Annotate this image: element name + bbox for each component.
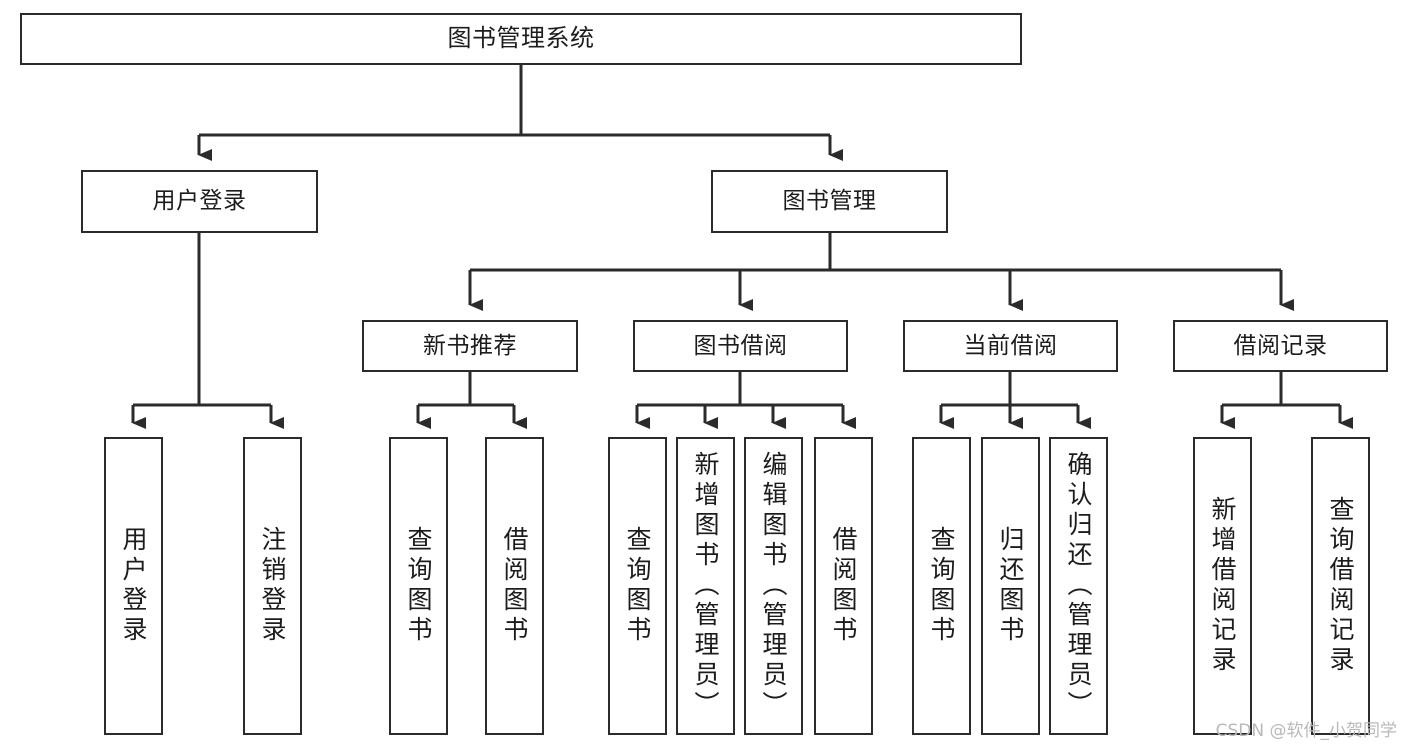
leaf-current-borrow-1[interactable]: 归还图书 [981, 437, 1040, 735]
leaf-book-borrow-3[interactable]: 借阅图书 [814, 437, 873, 735]
node-user-login[interactable]: 用户登录 [81, 170, 318, 233]
node-root-system[interactable]: 图书管理系统 [20, 13, 1022, 65]
leaf-current-borrow-1-label: 归还图书 [996, 526, 1025, 646]
leaf-user-login-0[interactable]: 用户登录 [104, 437, 163, 735]
node-borrow-record[interactable]: 借阅记录 [1173, 320, 1388, 372]
node-book-borrow-label: 图书借阅 [693, 332, 788, 359]
node-book-manage[interactable]: 图书管理 [711, 170, 948, 233]
node-book-manage-label: 图书管理 [782, 188, 877, 215]
leaf-user-login-1-label: 注销登录 [258, 526, 287, 646]
leaf-book-borrow-2[interactable]: 编辑图书（管理员） [744, 437, 803, 735]
leaf-new-book-1[interactable]: 借阅图书 [485, 437, 544, 735]
node-book-borrow[interactable]: 图书借阅 [633, 320, 848, 372]
leaf-book-borrow-1-label: 新增图书（管理员） [691, 451, 720, 721]
leaf-current-borrow-2-label: 确认归还（管理员） [1064, 451, 1093, 721]
leaf-borrow-record-1-label: 查询借阅记录 [1326, 496, 1355, 676]
node-current-borrow[interactable]: 当前借阅 [903, 320, 1118, 372]
leaf-new-book-0[interactable]: 查询图书 [389, 437, 448, 735]
node-borrow-record-label: 借阅记录 [1233, 332, 1328, 359]
node-new-book-recommend[interactable]: 新书推荐 [362, 320, 578, 372]
leaf-new-book-0-label: 查询图书 [404, 526, 433, 646]
leaf-borrow-record-0[interactable]: 新增借阅记录 [1193, 437, 1252, 735]
leaf-current-borrow-2[interactable]: 确认归还（管理员） [1049, 437, 1108, 735]
leaf-book-borrow-3-label: 借阅图书 [829, 526, 858, 646]
leaf-new-book-1-label: 借阅图书 [500, 526, 529, 646]
leaf-book-borrow-2-label: 编辑图书（管理员） [759, 451, 788, 721]
leaf-book-borrow-0[interactable]: 查询图书 [608, 437, 667, 735]
leaf-borrow-record-0-label: 新增借阅记录 [1208, 496, 1237, 676]
leaf-book-borrow-0-label: 查询图书 [623, 526, 652, 646]
leaf-current-borrow-0[interactable]: 查询图书 [912, 437, 971, 735]
leaf-book-borrow-1[interactable]: 新增图书（管理员） [676, 437, 735, 735]
leaf-borrow-record-1[interactable]: 查询借阅记录 [1311, 437, 1370, 735]
leaf-user-login-1[interactable]: 注销登录 [243, 437, 302, 735]
node-new-book-recommend-label: 新书推荐 [423, 332, 517, 359]
node-user-login-label: 用户登录 [152, 188, 247, 215]
node-root-label: 图书管理系统 [447, 24, 595, 53]
node-current-borrow-label: 当前借阅 [963, 332, 1058, 359]
leaf-current-borrow-0-label: 查询图书 [927, 526, 956, 646]
leaf-user-login-0-label: 用户登录 [119, 526, 148, 646]
